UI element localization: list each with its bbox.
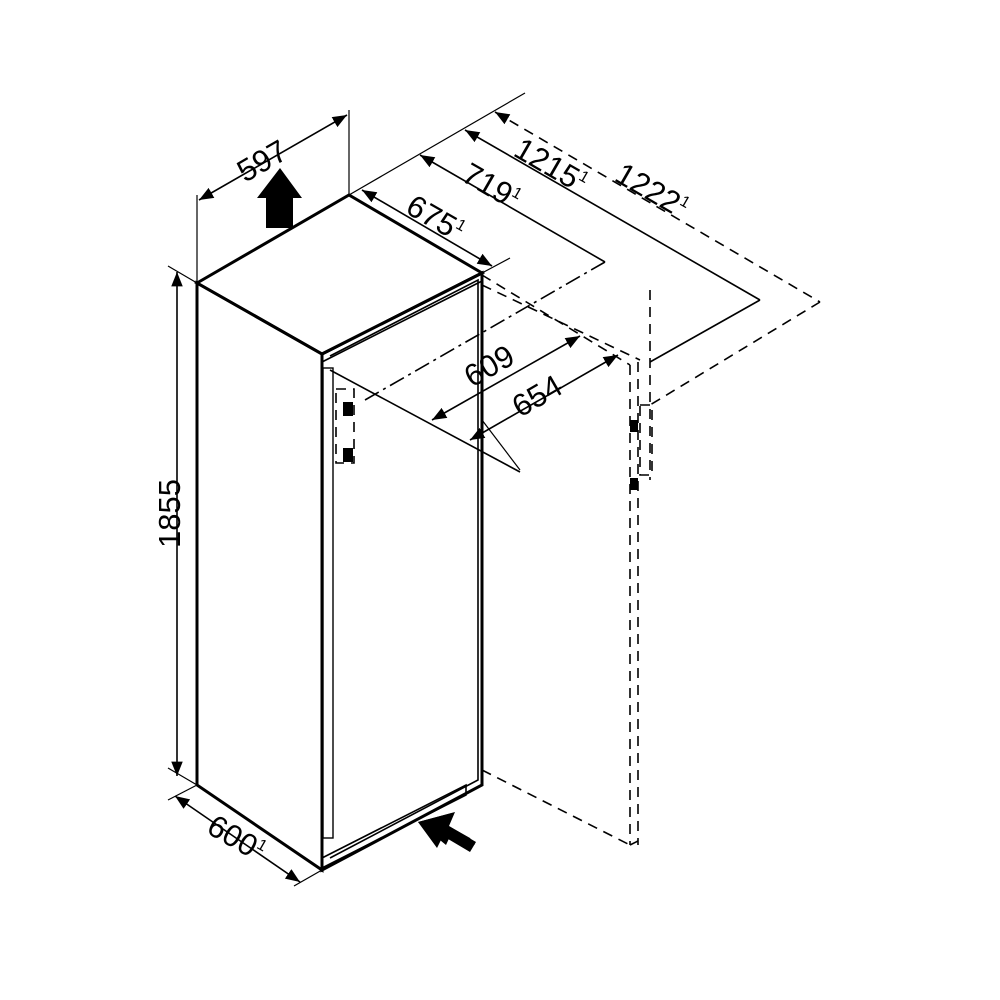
cabinet-door-face (320, 270, 484, 873)
width-bottom-label: 6001 (202, 808, 272, 869)
dimension-height: 1855 (152, 265, 198, 786)
total-depth-open-max-label: 12221 (610, 156, 695, 225)
door-inner-edge (329, 278, 479, 859)
hinge-lower (343, 448, 353, 462)
door-handle (322, 367, 334, 839)
up-arrow-icon (257, 168, 302, 228)
dimension-width-bottom: 6001 (167, 784, 323, 887)
niche-depth-total-label: 654 (506, 368, 568, 424)
cabinet-side-face (195, 280, 324, 873)
depth-top-label: 6751 (401, 188, 471, 249)
niche-depth-label: 609 (458, 338, 520, 394)
cabinet-plinth (321, 783, 467, 869)
depth-dimension-chain: 6751 7191 12151 12221 (348, 92, 821, 406)
niche-depth-dimensions: 609 654 (329, 284, 641, 473)
appliance-cabinet (193, 193, 486, 873)
hinge-upper (343, 402, 353, 416)
inward-arrow-icon (418, 812, 476, 852)
hinge-outline (335, 388, 355, 464)
open-door-outline (481, 274, 653, 846)
height-label: 1855 (152, 479, 187, 548)
